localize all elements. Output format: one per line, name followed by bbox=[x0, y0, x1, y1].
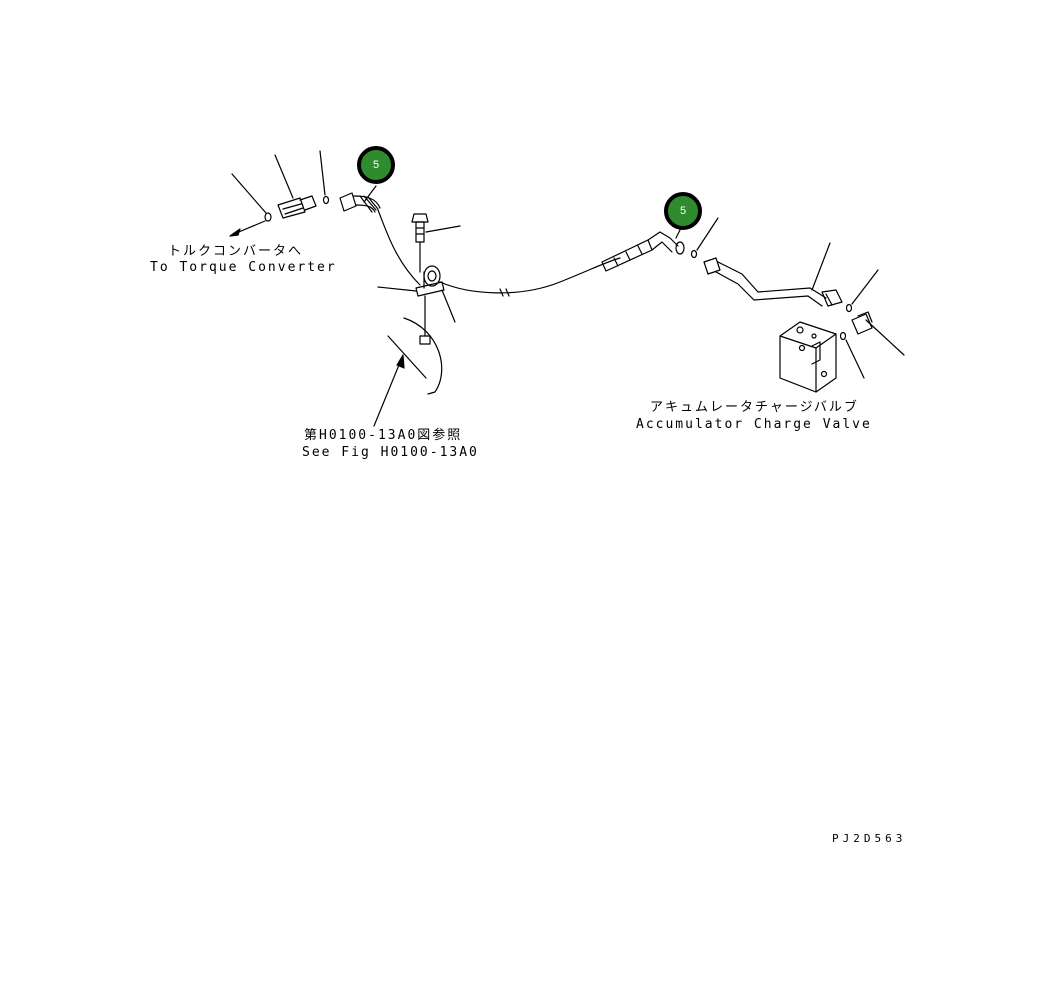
left-small-o-ring bbox=[319, 150, 330, 205]
callout-number: 5 bbox=[679, 205, 687, 217]
torque-converter-arrow bbox=[229, 220, 266, 237]
left-hose bbox=[339, 192, 421, 286]
reference-section bbox=[387, 317, 443, 395]
long-hose bbox=[439, 257, 621, 297]
steel-tube bbox=[703, 242, 843, 307]
callout-leader-1 bbox=[363, 185, 377, 203]
see-fig-arrow bbox=[373, 354, 405, 427]
accumulator-label-en: Accumulator Charge Valve bbox=[636, 417, 872, 432]
torque-converter-label-jp: トルクコンバータへ bbox=[168, 244, 304, 259]
right-hose bbox=[601, 231, 685, 272]
bolt bbox=[411, 213, 461, 273]
see-fig-label-jp: 第H0100-13A0図参照 bbox=[304, 428, 463, 443]
right-elbow-fitting bbox=[851, 311, 905, 356]
accumulator-label-jp: アキュムレータチャージバルブ bbox=[650, 400, 859, 415]
center-o-ring bbox=[690, 217, 719, 259]
torque-converter-label-en: To Torque Converter bbox=[150, 260, 337, 275]
right-o-ring bbox=[845, 269, 879, 313]
accumulator-charge-valve bbox=[779, 321, 837, 393]
clamp bbox=[377, 265, 456, 345]
callout-item-5-right[interactable]: 5 bbox=[664, 192, 702, 230]
small-o-ring bbox=[839, 331, 865, 379]
callout-item-5-left[interactable]: 5 bbox=[357, 146, 395, 184]
left-o-ring bbox=[231, 173, 272, 222]
callout-number: 5 bbox=[372, 159, 380, 171]
left-elbow-fitting bbox=[274, 154, 317, 219]
drawing-code: PJ2D563 bbox=[832, 832, 907, 845]
see-fig-label-en: See Fig H0100-13A0 bbox=[302, 445, 479, 460]
